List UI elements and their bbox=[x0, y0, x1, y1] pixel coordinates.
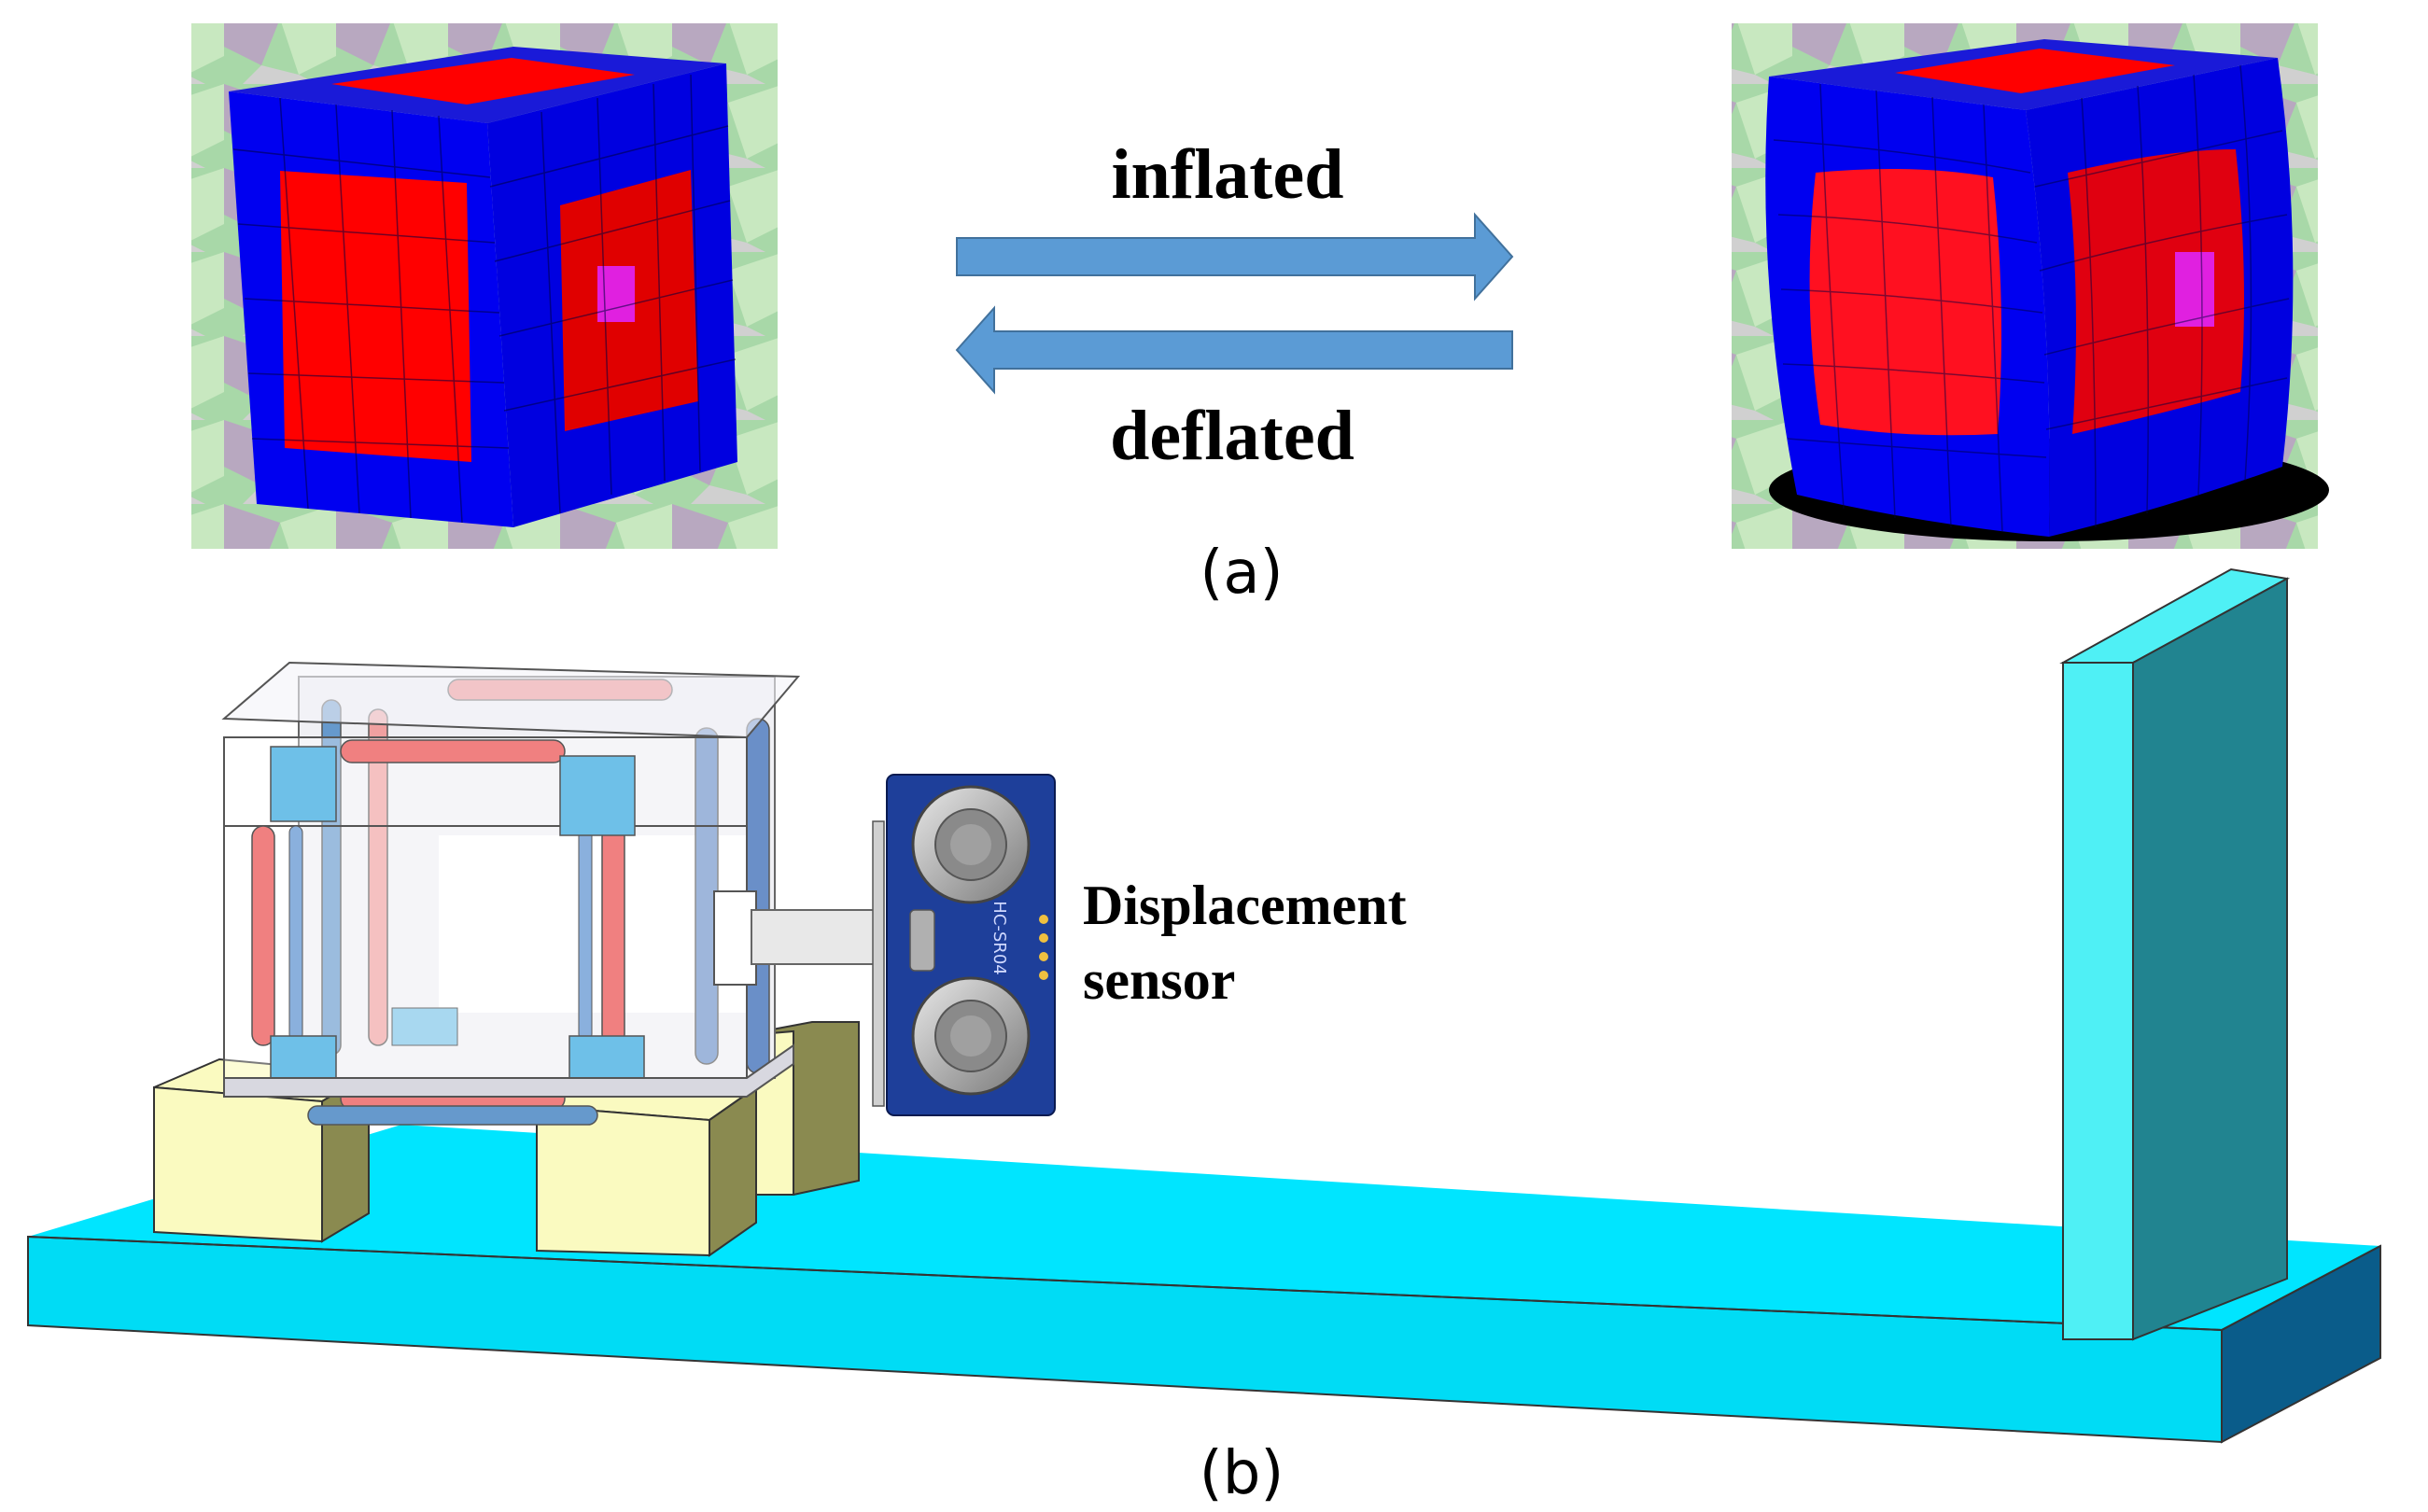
magenta-marker-inflated bbox=[2175, 252, 2214, 327]
deflate-arrow bbox=[955, 305, 1513, 395]
deflated-cube-image bbox=[191, 23, 778, 549]
sensor-transducer-top bbox=[911, 785, 1031, 904]
front-red-panel bbox=[280, 171, 471, 462]
panel-a: inflated deflated (a) bbox=[191, 23, 2329, 608]
ultrasonic-sensor: HC-SR04 bbox=[872, 774, 1056, 1116]
wall-reflector bbox=[2059, 567, 2291, 1341]
sensor-crystal bbox=[909, 909, 935, 972]
actuator-cube bbox=[221, 661, 883, 1126]
sensor-transducer-bottom bbox=[911, 976, 1031, 1096]
deflated-label: deflated bbox=[1110, 397, 1354, 475]
sensor-chip-label: HC-SR04 bbox=[989, 901, 1009, 974]
base-plate bbox=[27, 1125, 2381, 1444]
sensor-label-line2: sensor bbox=[1083, 949, 1235, 1011]
inflate-arrow bbox=[956, 212, 1514, 301]
inflated-cube-image bbox=[1732, 23, 2329, 549]
panel-b: HC-SR04 Displacement sensor (b) bbox=[27, 567, 2381, 1508]
sensor-pins bbox=[1039, 915, 1048, 980]
sensor-label-line1: Displacement bbox=[1083, 875, 1407, 936]
panel-a-caption: (a) bbox=[1200, 539, 1283, 608]
front-red-panel-inflated bbox=[1809, 169, 2001, 436]
inflated-label: inflated bbox=[1111, 135, 1343, 214]
panel-b-caption: (b) bbox=[1200, 1439, 1284, 1508]
